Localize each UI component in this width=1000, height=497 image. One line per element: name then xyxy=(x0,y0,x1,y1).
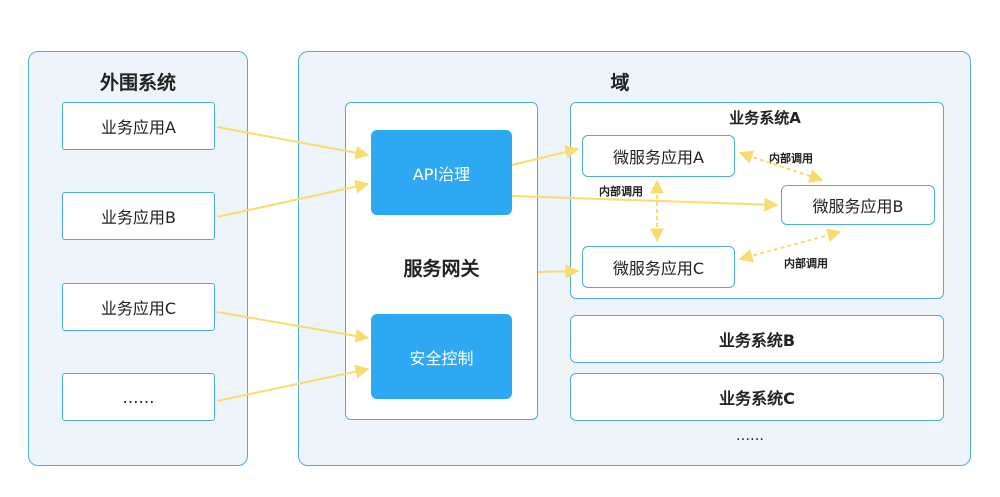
business-app-more: …… xyxy=(62,373,215,421)
arrow-app-a-to-api xyxy=(216,126,370,160)
arrow-app-c-to-security xyxy=(216,311,370,343)
business-system-b-box: 业务系统B xyxy=(570,315,944,363)
arrow-app-b-to-api xyxy=(216,179,370,218)
arrow-gateway-to-micro-c xyxy=(537,264,580,279)
api-governance-box: API治理 xyxy=(371,130,512,215)
domain-title: 域 xyxy=(610,72,630,94)
arrow-more-to-security xyxy=(216,364,370,402)
microservice-app-a: 微服务应用A xyxy=(582,135,735,177)
business-system-a-title: 业务系统A xyxy=(729,109,801,127)
service-gateway-title: 服务网关 xyxy=(403,258,480,280)
microservice-app-c: 微服务应用C xyxy=(582,246,735,288)
dashed-arrow-a-b xyxy=(738,150,824,183)
more-systems-ellipsis: …… xyxy=(736,428,764,444)
arrow-api-to-micro-a xyxy=(511,145,580,166)
business-app-b: 业务应用B xyxy=(62,192,215,240)
security-control-box: 安全控制 xyxy=(371,314,512,399)
microservice-app-b: 微服务应用B xyxy=(781,185,935,225)
business-app-c: 业务应用C xyxy=(62,283,215,331)
internal-call-label-ac: 内部调用 xyxy=(599,185,643,198)
dashed-arrow-c-b xyxy=(738,228,842,263)
business-system-c-box: 业务系统C xyxy=(570,373,944,421)
external-systems-title: 外围系统 xyxy=(99,72,176,94)
arrow-api-to-micro-b xyxy=(511,195,779,212)
business-app-a: 业务应用A xyxy=(62,102,215,150)
